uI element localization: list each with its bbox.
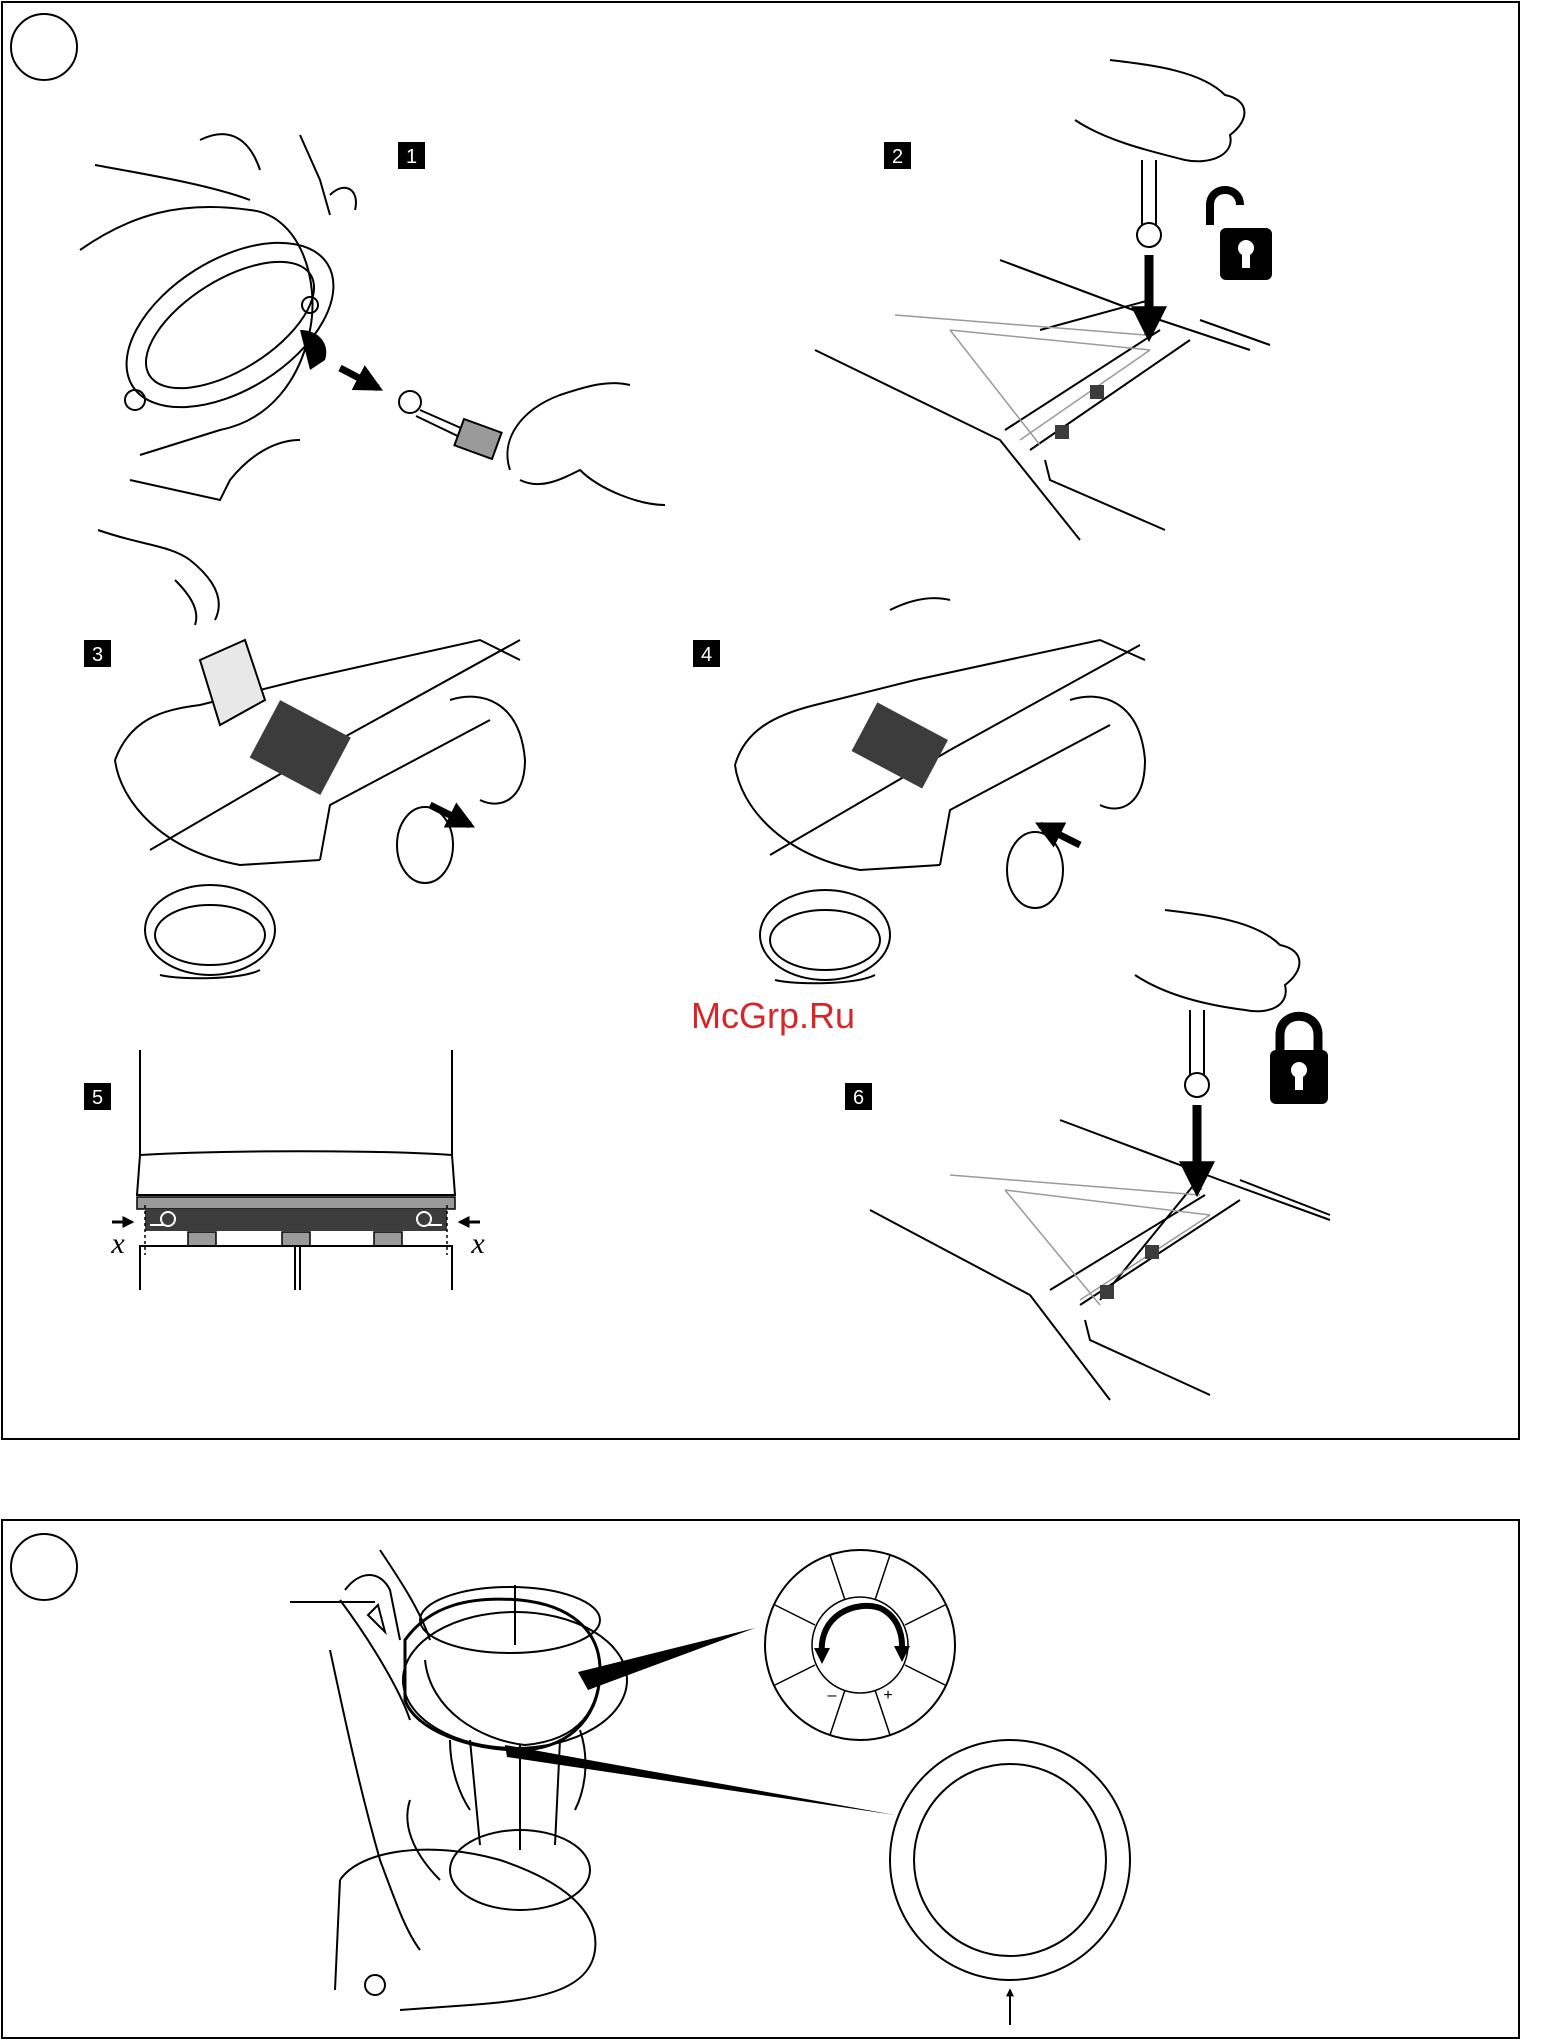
hand-icon xyxy=(507,383,665,505)
clamp-screw xyxy=(1100,1285,1114,1299)
step-3: 3 xyxy=(84,440,525,978)
hand-icon xyxy=(1135,910,1299,1011)
wooden-block xyxy=(200,640,265,725)
panel-b-frame xyxy=(2,1520,1519,2038)
clamp-screw xyxy=(1055,425,1069,439)
callout-pointer-top xyxy=(578,1628,755,1690)
clamp-screw xyxy=(1145,1245,1159,1259)
step-4: 4 xyxy=(693,598,1145,983)
step-3-number: 3 xyxy=(92,644,103,666)
clamp-screw xyxy=(1090,385,1104,399)
step-5: 5 xyxy=(84,1050,485,1290)
hand-icon xyxy=(98,530,219,625)
step-2: 2 xyxy=(815,60,1272,540)
unlock-icon xyxy=(1210,190,1272,280)
panel-b: – + xyxy=(2,1520,1519,2038)
planer-base-view xyxy=(115,440,525,978)
planer-side-view xyxy=(80,134,362,455)
blade-drum-view xyxy=(870,1120,1330,1400)
dial-minus-label: – xyxy=(828,1687,837,1704)
dial-plus-label: + xyxy=(883,1687,892,1704)
wrench-icon xyxy=(399,391,502,459)
blade-drum-view xyxy=(815,260,1270,540)
wrench-icon xyxy=(1137,160,1161,247)
wrench-icon xyxy=(1185,1010,1209,1097)
base-plate xyxy=(137,1197,455,1209)
depth-dial-detail: – + xyxy=(765,1550,955,1740)
blade-strip xyxy=(145,1209,447,1231)
step-6: 6 xyxy=(845,910,1330,1400)
ring-detail xyxy=(890,1740,1130,2025)
blade-screws xyxy=(188,1232,402,1246)
step-4-number: 4 xyxy=(701,644,712,666)
step-6-number: 6 xyxy=(853,1087,864,1109)
guide-lines xyxy=(895,315,1150,445)
arrow-icon xyxy=(340,368,378,388)
step-2-number: 2 xyxy=(892,146,903,168)
gap-label-left: x xyxy=(110,1227,125,1260)
panel-b-marker-circle xyxy=(11,1534,77,1600)
callout-pointer-bottom xyxy=(505,1745,895,1815)
blade-alignment-view xyxy=(137,1050,455,1290)
step-1: 1 xyxy=(80,134,665,505)
hand-icon xyxy=(1075,60,1244,161)
lock-icon xyxy=(1270,1016,1328,1104)
step-1-number: 1 xyxy=(406,146,417,168)
blade-holder xyxy=(250,700,351,795)
panel-a-marker-circle xyxy=(11,14,77,80)
guide-lines xyxy=(950,1175,1210,1305)
step-5-number: 5 xyxy=(92,1087,103,1109)
arrow-icon xyxy=(430,805,470,825)
panel-a: 1 xyxy=(2,2,1519,1439)
watermark: McGrp.Ru xyxy=(691,995,855,1036)
gap-label-right: x xyxy=(470,1227,485,1260)
blade-holder xyxy=(852,702,948,788)
planer-base-view xyxy=(735,598,1145,983)
